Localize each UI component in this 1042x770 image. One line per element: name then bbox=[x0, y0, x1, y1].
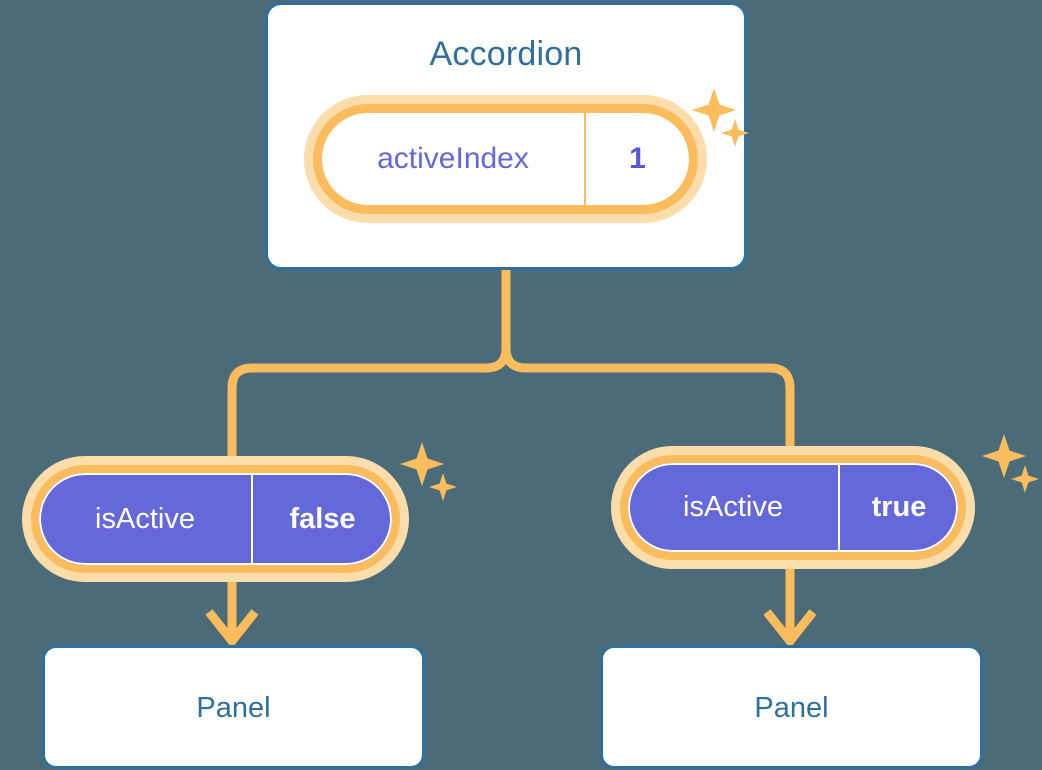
prop-chip-value: true bbox=[838, 463, 958, 552]
state-chip-active-index[interactable]: activeIndex 1 bbox=[304, 95, 707, 223]
prop-chip-key: isActive bbox=[95, 502, 195, 535]
sparkle-icon bbox=[400, 442, 444, 486]
panel-title-right: Panel bbox=[754, 692, 829, 724]
state-chip-key: activeIndex bbox=[377, 142, 529, 175]
page-title: Accordion bbox=[429, 35, 583, 73]
sparkle-group-left bbox=[400, 442, 457, 501]
prop-chip-is-active-true[interactable]: isActive true bbox=[611, 446, 975, 569]
panel-component-card-right[interactable]: Panel bbox=[600, 645, 983, 769]
connector-branch-right bbox=[501, 343, 795, 465]
connector-branch-left bbox=[227, 343, 511, 475]
arrow-down-icon-right bbox=[763, 609, 817, 649]
panel-component-card-left[interactable]: Panel bbox=[42, 645, 425, 769]
state-chip-value: 1 bbox=[584, 113, 689, 205]
sparkle-group-right bbox=[982, 434, 1039, 493]
sparkle-icon bbox=[982, 434, 1026, 478]
prop-chip-key: isActive bbox=[683, 491, 783, 523]
arrow-down-icon-left bbox=[205, 609, 259, 649]
prop-chip-is-active-false[interactable]: isActive false bbox=[22, 456, 409, 582]
sparkle-icon-small bbox=[429, 473, 457, 501]
panel-title-left: Panel bbox=[196, 692, 271, 724]
sparkle-icon-small bbox=[1011, 465, 1039, 493]
prop-chip-value: false bbox=[251, 473, 392, 565]
